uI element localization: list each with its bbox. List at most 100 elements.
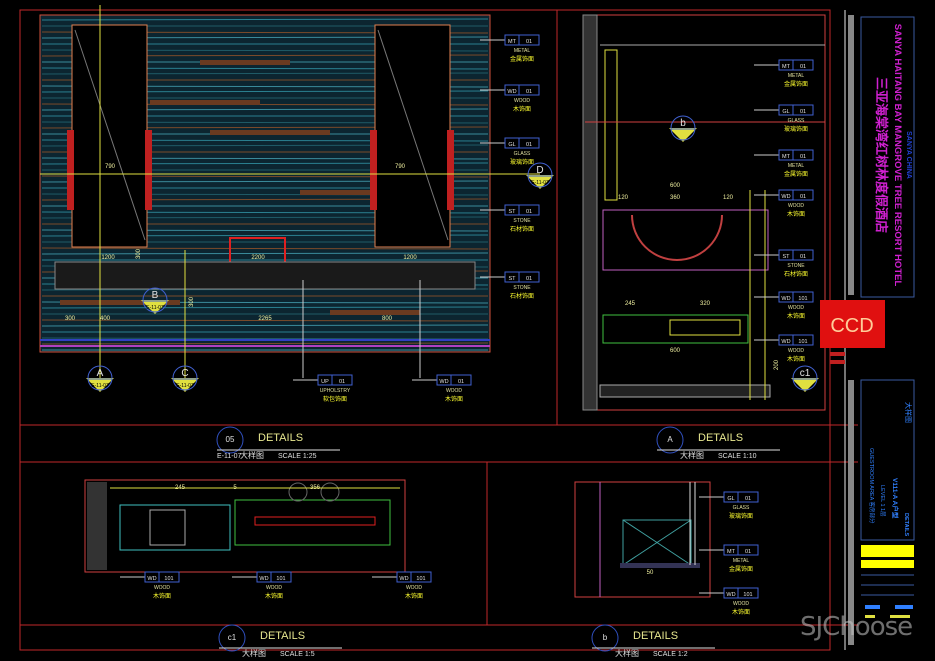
detail-heading: DETAILS: [260, 630, 305, 642]
tag-code: MT: [782, 64, 791, 70]
project-location: SANYA CHINA: [905, 131, 912, 179]
tag-code: ST: [508, 209, 516, 215]
detail-mark: 05: [226, 435, 235, 444]
section-arrow-icon: [791, 378, 819, 392]
tag-material: WOOD: [446, 388, 462, 394]
tag-material-cn: 木饰面: [445, 395, 463, 403]
tag-material: METAL: [514, 48, 531, 54]
tag-material: WOOD: [788, 203, 804, 209]
tag-code: WD: [507, 89, 516, 95]
section-circle-icon: [142, 287, 168, 313]
tag-material: WOOD: [514, 98, 530, 104]
detail-subtitle: 大样图: [240, 450, 264, 460]
tag-material: STONE: [513, 285, 531, 291]
detail-b-drawing: [574, 481, 711, 598]
dimension-label: 400: [100, 316, 111, 322]
section-letter: C: [181, 368, 188, 379]
dimension-label: 1200: [101, 255, 115, 261]
sheet-frame: [19, 9, 858, 651]
section-letter: b: [680, 118, 686, 129]
section-letter: D: [536, 165, 543, 176]
wood-grain-line: [41, 18, 489, 21]
tag-code: MT: [727, 549, 736, 555]
dimension-label: 5: [233, 485, 237, 491]
section-letter: c1: [800, 368, 811, 379]
tag-code: WD: [781, 194, 790, 200]
veneer-strip: [200, 60, 290, 65]
veneer-strip: [150, 100, 260, 105]
section-ref: E-11-07: [531, 180, 549, 186]
level-label: LEVEL 1 1层: [879, 485, 886, 517]
tag-material-cn: 玻璃饰面: [510, 158, 534, 166]
dimension-label: 600: [670, 348, 681, 354]
section-marker[interactable]: BE-11-07: [141, 287, 169, 314]
tag-material: WOOD: [266, 585, 282, 591]
section-marker[interactable]: c1: [791, 365, 819, 392]
tag-box: [778, 249, 814, 261]
dimension-label: 800: [382, 316, 393, 322]
tag-box: [144, 571, 180, 583]
tag-material: WOOD: [788, 305, 804, 311]
tag-code: WD: [147, 576, 156, 582]
tag-code: GL: [727, 496, 734, 502]
detail-a-section-drawing: CCD: [582, 14, 885, 411]
detail-mark: b: [603, 633, 608, 642]
tag-number: 01: [800, 194, 806, 200]
detail-mark: c1: [228, 633, 237, 642]
section-circle-icon: [670, 115, 696, 141]
wood-grain-line: [41, 306, 489, 309]
detail-heading: DETAILS: [258, 432, 303, 444]
tag-material-cn: 金属饰面: [784, 170, 808, 178]
dimension-label: 360: [670, 195, 681, 201]
ccd-logo: CCD: [830, 315, 873, 337]
tag-code: ST: [782, 254, 790, 260]
section-circle-icon: [87, 365, 113, 391]
dimension-label: 356: [310, 485, 321, 491]
sheet-name-cn: 大样图: [904, 402, 913, 423]
tag-number: 01: [526, 209, 532, 215]
tag-number: 101: [798, 339, 807, 345]
dimension-label: 300: [136, 248, 142, 259]
tag-material-cn: 木饰面: [265, 592, 283, 600]
tag-number: 01: [526, 142, 532, 148]
tag-material-cn: 金属饰面: [784, 80, 808, 88]
tag-number: 101: [743, 592, 752, 598]
detail-mark-circle-icon: [656, 426, 684, 454]
wood-grain-line: [41, 252, 489, 255]
tag-box: [778, 104, 814, 116]
section-marker[interactable]: b: [669, 115, 697, 142]
project-name-en: SANYA HAITANG BAY MANGROVE TREE RESORT H…: [892, 24, 903, 287]
tag-box: [723, 491, 759, 503]
tag-number: 01: [526, 39, 532, 45]
dimension-label: 320: [700, 301, 711, 307]
tag-box: [396, 571, 432, 583]
section-marker[interactable]: D E-11-07: [526, 162, 554, 189]
tag-material: GLASS: [514, 151, 531, 157]
section-marker[interactable]: CE-11-07: [171, 365, 199, 392]
tag-material: WOOD: [733, 601, 749, 607]
section-marker[interactable]: AE-11-07: [86, 365, 114, 392]
tag-number: 01: [800, 64, 806, 70]
detail-mark: A: [667, 435, 673, 444]
